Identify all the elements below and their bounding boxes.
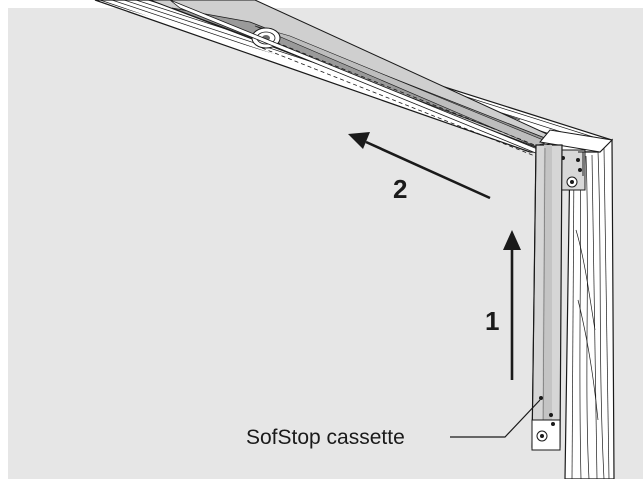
step-2-arrow <box>348 132 491 200</box>
callout-leader <box>450 399 541 438</box>
cassette-screw-icon <box>536 396 555 442</box>
step-1-label: 1 <box>485 306 499 336</box>
top-rail <box>149 0 562 161</box>
sofstop-cassette-callout: SofStop cassette <box>246 426 405 449</box>
corner-block <box>539 129 614 191</box>
bracket-screw-icon <box>561 156 582 188</box>
step-2-label: 2 <box>393 174 407 204</box>
step-1-arrow <box>503 230 521 380</box>
sofstop-cassette <box>531 144 563 451</box>
frame-right-jamb <box>564 138 615 480</box>
